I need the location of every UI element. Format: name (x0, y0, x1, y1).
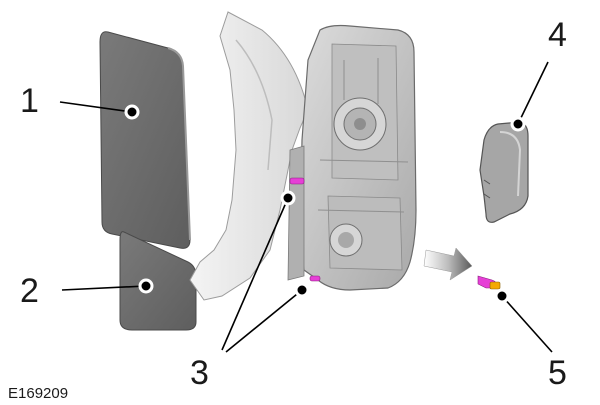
callout-dot-1 (124, 104, 140, 120)
lower-clip (309, 275, 321, 282)
leader-line-5 (501, 295, 553, 353)
leader-line-1 (59, 101, 133, 113)
callout-dot-3b (294, 282, 310, 298)
leader-line-2 (61, 285, 147, 291)
callout-number-1: 1 (20, 82, 39, 120)
leader-line-4 (517, 61, 549, 125)
callout-number-3: 3 (190, 354, 209, 392)
callout-number-4: 4 (548, 16, 567, 54)
callout-number-2: 2 (20, 272, 39, 310)
lamp-cover (479, 121, 529, 223)
upper-mirror-glass (99, 31, 191, 249)
retaining-clips (289, 177, 321, 282)
figure-reference-code: E169209 (8, 385, 68, 402)
callout-number-5: 5 (548, 354, 567, 392)
wiring-connector (477, 275, 501, 290)
removal-direction-arrow (423, 247, 473, 281)
callout-dot-2 (138, 278, 154, 294)
callout-dot-5 (494, 288, 510, 304)
callout-dot-3a (280, 190, 296, 206)
mirror-backplate-assembly (287, 24, 417, 291)
leader-line-3b (225, 289, 303, 353)
upper-clip (289, 177, 305, 185)
leader-line-3a (221, 197, 289, 351)
callout-dot-4 (510, 116, 526, 132)
